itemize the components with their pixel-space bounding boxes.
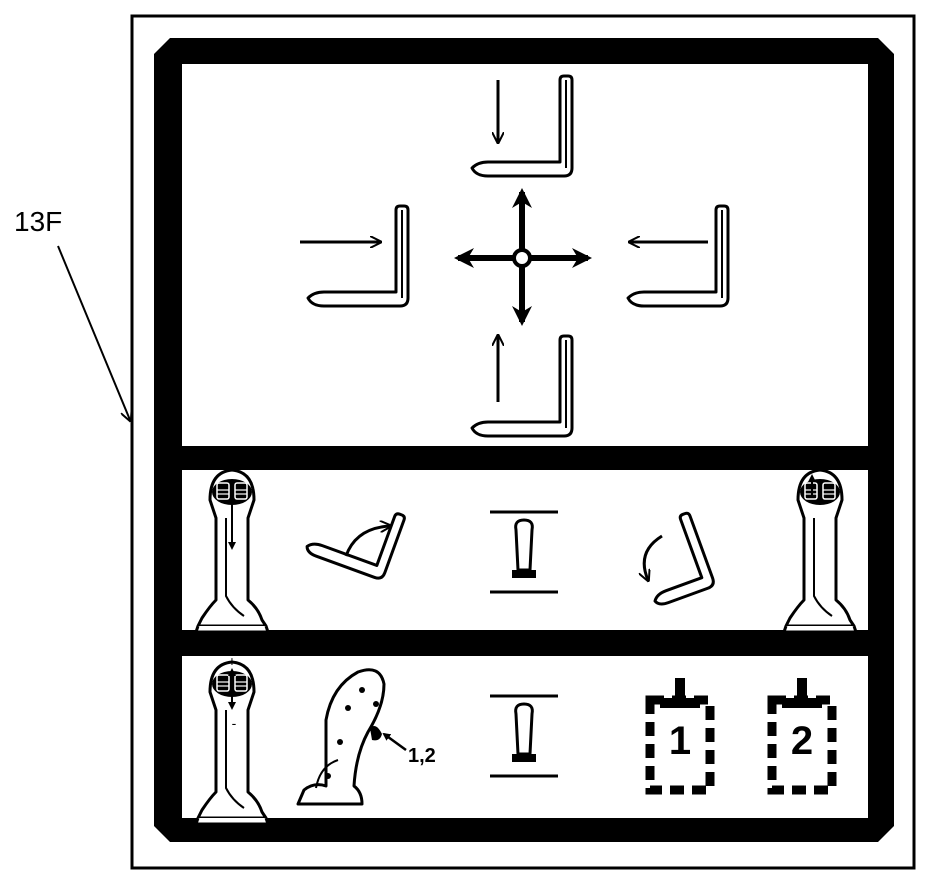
memory-2-icon: 2 (772, 678, 832, 790)
arrow-tilt-forward (644, 534, 663, 580)
callout-label: 13F (14, 206, 63, 237)
minus-sign: - (232, 715, 237, 731)
fork-tilt-back-icon (305, 512, 406, 580)
memory-slot-1-label: 1 (669, 719, 691, 763)
memory-slot-2-label: 2 (791, 719, 813, 763)
fork-tilt-forward-icon (653, 511, 715, 606)
joystick-pull-back-icon (194, 468, 270, 634)
joystick-plus-minus-icon: + - (194, 653, 270, 826)
plus-sign: + (228, 653, 236, 669)
four-way-arrow-icon (454, 188, 592, 326)
button-annotation: 1,2 (408, 745, 436, 767)
outer-frame (130, 14, 916, 870)
joystick-grip-buttons-icon: 1,2 (296, 668, 436, 806)
memory-1-icon: 1 (650, 678, 710, 790)
callout-leader-arrow (57, 245, 130, 420)
joystick-push-forward-icon (782, 468, 858, 634)
arrow-tilt-back (344, 526, 390, 557)
